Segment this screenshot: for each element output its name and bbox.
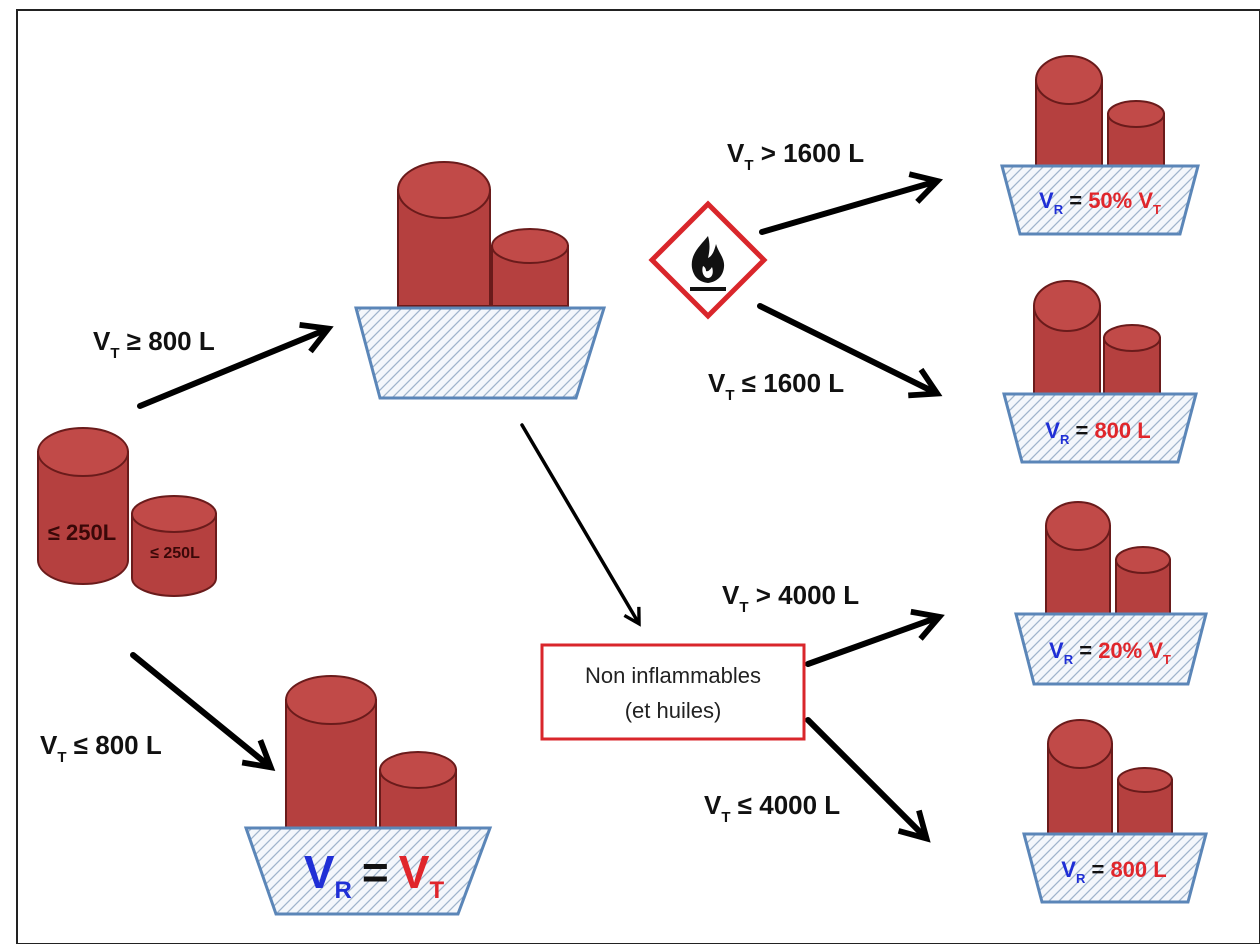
label-vt-gt-1600: VT > 1600 L	[727, 138, 864, 174]
result-nonflam-high-formula: VR = 20% VT	[1049, 638, 1171, 667]
arrow-to-storage	[137, 322, 334, 409]
label-vt-ge-800: VT ≥ 800 L	[93, 326, 215, 362]
result-nonflam-low-formula: VR = 800 L	[1061, 857, 1166, 886]
page-frame	[16, 9, 1260, 944]
flow-arrows	[130, 171, 945, 843]
label-vt-gt-4000: VT > 4000 L	[722, 580, 859, 616]
arrow-nonflam-high	[805, 608, 945, 667]
large-drum: ≤ 250L	[37, 427, 129, 585]
arrow-to-nonflammable	[520, 423, 641, 627]
label-vt-le-1600: VT ≤ 1600 L	[708, 368, 844, 404]
result-nonflam-high: VR = 20% VT	[1014, 501, 1208, 686]
arrow-flam-high	[759, 171, 944, 235]
result-nonflam-low: VR = 800 L	[1022, 719, 1208, 904]
result-flam-high: VR = 50% VT	[1000, 55, 1200, 236]
result-flam-high-formula: VR = 50% VT	[1039, 188, 1161, 217]
arrow-nonflam-low	[805, 717, 931, 843]
result-flam-low: VR = 800 L	[1002, 280, 1198, 464]
flame-hazard-icon	[648, 200, 768, 320]
source-drums: ≤ 250L ≤ 250L	[37, 427, 217, 597]
small-drum-label: ≤ 250L	[150, 545, 200, 562]
arrow-flam-low	[757, 303, 943, 399]
label-vt-le-4000: VT ≤ 4000 L	[704, 790, 840, 826]
large-drum-label: ≤ 250L	[48, 520, 116, 545]
retention-small: VR=VT	[243, 675, 493, 916]
retention-small-tray	[243, 826, 493, 916]
storage-tray	[354, 306, 607, 400]
nonflammable-box: Non inflammables (et huiles)	[540, 643, 806, 741]
storage-unit	[354, 161, 607, 400]
retention-small-formula: VR=VT	[304, 846, 445, 904]
small-drum: ≤ 250L	[131, 495, 217, 597]
arrow-to-small-retention	[130, 652, 276, 771]
nonflammable-box-line1: Non inflammables	[585, 663, 761, 688]
label-vt-le-800: VT ≤ 800 L	[40, 730, 162, 766]
nonflammable-box-line2: (et huiles)	[625, 698, 722, 723]
result-flam-low-formula: VR = 800 L	[1045, 418, 1150, 447]
